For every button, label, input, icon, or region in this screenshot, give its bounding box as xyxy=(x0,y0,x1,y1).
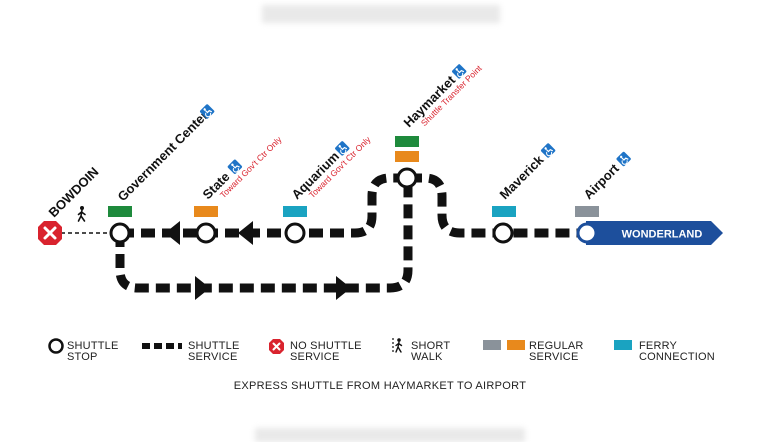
legend-shuttle-service-label: SHUTTLE SERVICE xyxy=(188,340,240,363)
accessible-icon xyxy=(539,142,557,159)
legend-regular-service-label: REGULAR SERVICE xyxy=(529,340,584,363)
legend-no-service-x-icon xyxy=(269,339,284,354)
government-center-stop[interactable] xyxy=(109,222,131,244)
maverick-ferry-tag xyxy=(492,206,516,217)
legend-shuttle-stop-label: SHUTTLE STOP xyxy=(67,340,119,363)
direction-arrow-icon xyxy=(336,276,351,300)
shuttle-route-loop xyxy=(115,178,413,293)
terminus-label: WONDERLAND xyxy=(622,229,703,241)
aquarium-stop[interactable] xyxy=(284,222,306,244)
accessible-icon xyxy=(615,150,633,168)
station-label-maverick: Maverick xyxy=(497,152,548,203)
closed-station-label: BOWDOIN xyxy=(46,164,102,220)
haymarket-stop[interactable] xyxy=(396,167,418,189)
legend-regular-service-silver-swatch xyxy=(483,340,501,350)
direction-arrow-icon xyxy=(165,221,180,245)
legend-ferry-swatch xyxy=(614,340,632,350)
station-label-airport: Airport xyxy=(581,160,623,202)
legend-short-walk-label: SHORT WALK xyxy=(411,340,451,363)
legend-regular-service-orange-swatch xyxy=(507,340,525,350)
direction-arrow-icon xyxy=(238,221,253,245)
footer-note: EXPRESS SHUTTLE FROM HAYMARKET TO AIRPOR… xyxy=(233,380,527,392)
direction-arrow-icon xyxy=(195,276,210,300)
legend-ferry-connection-label: FERRY CONNECTION xyxy=(639,340,715,363)
state-stop[interactable] xyxy=(195,222,217,244)
aquarium-ferry-tag xyxy=(283,206,307,217)
blurred-bottom-caption xyxy=(255,428,525,442)
legend-walking-person-icon xyxy=(392,338,403,354)
legend-shuttle-stop-icon xyxy=(48,338,64,354)
government-center-green-tag xyxy=(108,206,132,217)
shuttle-route-east xyxy=(408,173,588,238)
blurred-top-header xyxy=(262,5,500,23)
legend-no-shuttle-service-label: NO SHUTTLE SERVICE xyxy=(290,340,362,363)
haymarket-green-tag xyxy=(395,136,419,147)
state-orange-tag xyxy=(194,206,218,217)
airport-silver-tag xyxy=(575,206,599,217)
airport-stop[interactable] xyxy=(576,222,598,244)
maverick-stop[interactable] xyxy=(492,222,514,244)
wonderland-route-bar xyxy=(586,221,723,245)
haymarket-orange-tag xyxy=(395,151,419,162)
station-label-government-center: Government Center xyxy=(115,108,211,204)
shuttle-route-inbound xyxy=(120,173,408,238)
walking-person-icon xyxy=(77,206,86,222)
no-service-x-icon[interactable] xyxy=(38,221,62,245)
